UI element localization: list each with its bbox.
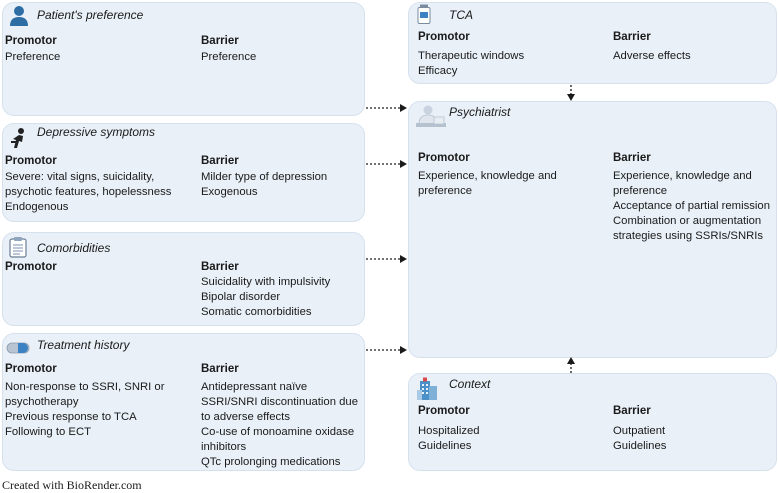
- list-item: psychotherapy: [5, 396, 79, 408]
- patient-barrier-list: Preference: [201, 50, 256, 65]
- distressed-person-icon: [11, 128, 24, 148]
- tca-barrier-list: Adverse effects: [613, 49, 691, 64]
- list-item: Endogenous: [5, 201, 69, 213]
- treatment-history-box: [2, 333, 365, 471]
- list-item: Antidepressant naïve: [201, 381, 308, 393]
- context-title: Context: [449, 377, 491, 391]
- list-item: preference: [613, 185, 668, 197]
- psychiatrist-promotor-list: Experience, knowledge and preference: [418, 169, 557, 199]
- biorender-credit: Created with BioRender.com: [2, 478, 142, 492]
- list-item: Efficacy: [418, 65, 458, 77]
- patient-preference-title: Patient's preference: [37, 8, 144, 22]
- arrow-context-to-psychiatrist: [567, 357, 575, 373]
- arrow-patient-to-psychiatrist: [366, 104, 407, 112]
- list-item: Exogenous: [201, 186, 258, 198]
- patient-barrier-header: Barrier: [201, 35, 239, 47]
- list-item: Guidelines: [418, 440, 472, 452]
- hospital-building-icon: [417, 377, 437, 400]
- psychiatrist-promotor-header: Promotor: [418, 152, 470, 164]
- depressive-promotor-list: Severe: vital signs, suicidality, psychot…: [5, 170, 171, 215]
- depressive-symptoms-box: [2, 123, 365, 222]
- psychiatrist-barrier-header: Barrier: [613, 152, 651, 164]
- arrow-comorbidities-to-psychiatrist: [366, 255, 407, 263]
- clipboard-icon: [9, 237, 27, 258]
- patient-preference-box: [2, 2, 365, 116]
- list-item: Acceptance of partial remission: [613, 200, 770, 212]
- psychiatrist-box: [408, 101, 777, 358]
- treatment-promotor-header: Promotor: [5, 363, 57, 375]
- arrow-treatment-to-psychiatrist: [366, 346, 407, 354]
- psychiatrist-title: Psychiatrist: [449, 105, 511, 119]
- list-item: Preference: [5, 51, 61, 63]
- comorbidities-title: Comorbidities: [37, 241, 111, 255]
- list-item: QTc prolonging medications: [201, 456, 341, 468]
- medicine-bottle-icon: [417, 4, 431, 24]
- comorbidities-promotor-header: Promotor: [5, 261, 57, 273]
- list-item: to adverse effects: [201, 411, 290, 423]
- context-box: [408, 373, 777, 471]
- patient-promotor-header: Promotor: [5, 35, 57, 47]
- pill-icon: [6, 342, 30, 354]
- depressive-symptoms-title: Depressive symptoms: [37, 125, 156, 139]
- list-item: Non-response to SSRI, SNRI or: [5, 381, 165, 393]
- list-item: Somatic comorbidities: [201, 306, 312, 318]
- treatment-history-title: Treatment history: [37, 338, 130, 352]
- list-item: Following to ECT: [5, 426, 92, 438]
- list-item: SSRI/SNRI discontinuation due: [201, 396, 358, 408]
- list-item: Milder type of depression: [201, 171, 328, 183]
- list-item: inhibitors: [201, 441, 247, 453]
- list-item: Therapeutic windows: [418, 50, 525, 62]
- comorbidities-barrier-header: Barrier: [201, 261, 239, 273]
- list-item: Preference: [201, 51, 257, 63]
- treatment-barrier-header: Barrier: [201, 363, 239, 375]
- list-item: Adverse effects: [613, 50, 691, 62]
- patient-promotor-list: Preference: [5, 50, 60, 65]
- list-item: Outpatient: [613, 425, 666, 437]
- list-item: strategies using SSRIs/SNRIs: [613, 230, 764, 242]
- list-item: Severe: vital signs, suicidality,: [5, 171, 155, 183]
- list-item: Combination or augmentation: [613, 215, 762, 227]
- list-item: Hospitalized: [418, 425, 480, 437]
- depressive-barrier-header: Barrier: [201, 155, 239, 167]
- person-icon: [10, 6, 28, 26]
- list-item: Bipolar disorder: [201, 291, 281, 303]
- context-promotor-header: Promotor: [418, 405, 470, 417]
- list-item: Experience, knowledge and: [418, 170, 557, 182]
- arrow-depressive-to-psychiatrist: [366, 160, 407, 168]
- list-item: preference: [418, 185, 473, 197]
- tca-title: TCA: [449, 8, 473, 22]
- list-item: Guidelines: [613, 440, 667, 452]
- treatment-promotor-list: Non-response to SSRI, SNRI or psychothera…: [5, 380, 164, 440]
- list-item: Previous response to TCA: [5, 411, 137, 423]
- depressive-promotor-header: Promotor: [5, 155, 57, 167]
- comorbidities-box: [2, 232, 365, 326]
- doctor-at-desk-icon: [416, 105, 446, 127]
- tca-box: [408, 2, 777, 84]
- context-barrier-header: Barrier: [613, 405, 651, 417]
- list-item: Suicidality with impulsivity: [201, 276, 331, 288]
- list-item: Co-use of monoamine oxidase: [201, 426, 355, 438]
- tca-promotor-header: Promotor: [418, 31, 470, 43]
- list-item: Experience, knowledge and: [613, 170, 752, 182]
- list-item: psychotic features, hopelessness: [5, 186, 172, 198]
- arrow-tca-to-psychiatrist: [567, 85, 575, 101]
- tca-barrier-header: Barrier: [613, 31, 651, 43]
